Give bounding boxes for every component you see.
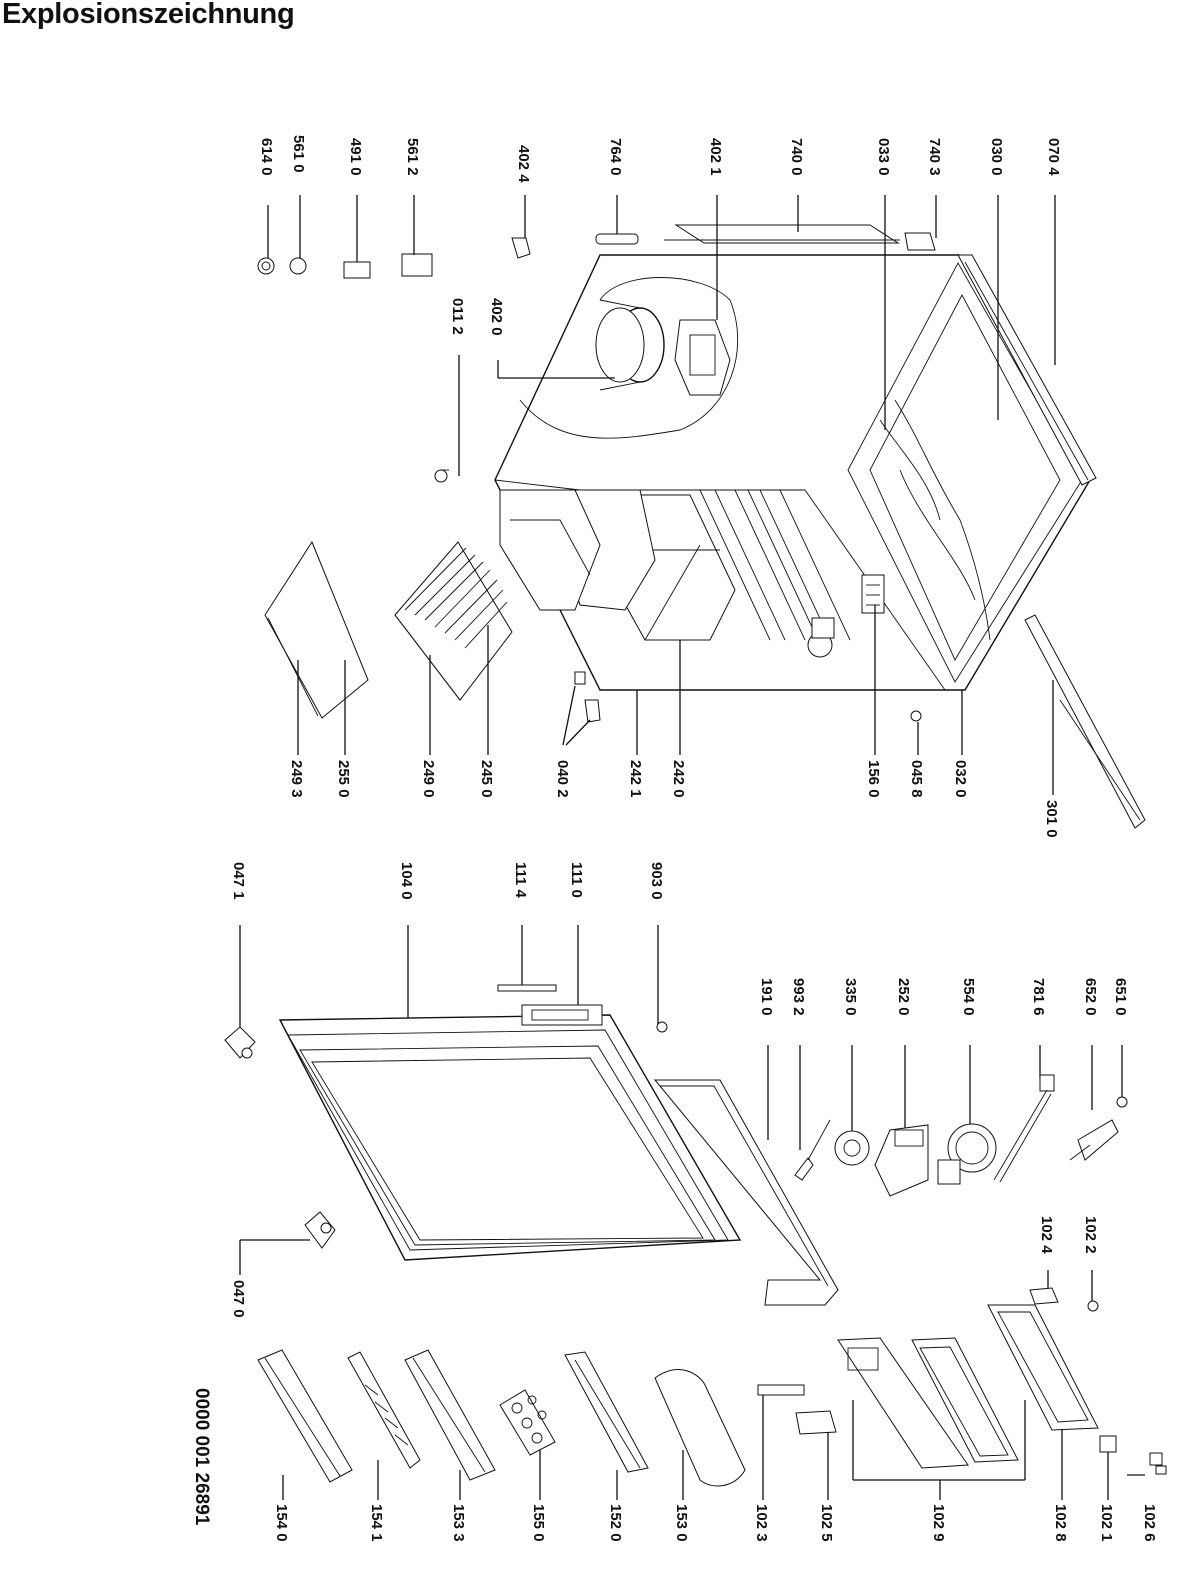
part-label-4024: 402 4	[515, 145, 532, 183]
part-label-1560: 156 0	[865, 760, 882, 798]
part-label-0330: 033 0	[875, 138, 892, 176]
compressor	[595, 299, 665, 391]
part-label-1025: 102 5	[818, 1504, 835, 1542]
part-label-7400: 740 0	[788, 138, 805, 176]
gasket-strip	[957, 254, 1097, 486]
part-label-1533: 153 3	[450, 1504, 467, 1542]
part-label-1550: 155 0	[530, 1504, 547, 1542]
part-label-9932: 993 2	[790, 978, 807, 1016]
part-label-1110: 111 0	[568, 862, 585, 898]
top-trim	[1024, 614, 1146, 829]
part-label-2421: 242 1	[627, 760, 644, 798]
part-label-0320: 032 0	[952, 760, 969, 798]
door-handle	[521, 1004, 603, 1026]
dryer-filter	[595, 233, 639, 245]
part-label-7640: 764 0	[607, 138, 624, 176]
part-label-1040: 104 0	[398, 862, 415, 900]
hinge-bottom	[304, 1211, 336, 1249]
part-label-0300: 030 0	[988, 138, 1005, 176]
part-label-0402: 040 2	[554, 760, 571, 798]
part-label-1021: 102 1	[1098, 1504, 1115, 1542]
part-label-6510: 651 0	[1112, 978, 1129, 1016]
part-label-9030: 903 0	[648, 862, 665, 900]
part-label-1029: 102 9	[930, 1504, 947, 1542]
part-label-1520: 152 0	[607, 1504, 624, 1542]
cap-part	[289, 257, 307, 275]
door-assembly	[224, 984, 839, 1306]
part-label-5610: 561 0	[290, 135, 307, 173]
clip-part	[511, 237, 531, 259]
part-label-4020: 402 0	[488, 298, 505, 336]
part-label-3350: 335 0	[842, 978, 859, 1016]
part-label-1530: 153 0	[673, 1504, 690, 1542]
part-label-2490: 249 0	[420, 760, 437, 798]
relay-box	[674, 319, 731, 396]
document-number: 0000 001 26891	[191, 1388, 212, 1526]
part-label-0112: 011 2	[449, 298, 466, 335]
hinge-top	[224, 1026, 256, 1059]
part-label-2550: 255 0	[335, 760, 352, 798]
part-label-1026: 102 6	[1141, 1504, 1158, 1542]
part-label-1541: 154 1	[368, 1504, 385, 1542]
part-label-1910: 191 0	[758, 978, 775, 1016]
part-label-2420: 242 0	[670, 760, 687, 798]
wire-shelf	[394, 541, 513, 701]
cabinet-assembly	[494, 254, 1097, 691]
glass-shelf	[264, 540, 369, 719]
part-label-0470: 047 0	[230, 1280, 247, 1318]
part-label-5540: 554 0	[960, 978, 977, 1016]
part-label-3010: 301 0	[1043, 800, 1060, 838]
part-label-6520: 652 0	[1082, 978, 1099, 1016]
condenser	[674, 224, 900, 244]
foot-part	[434, 469, 448, 483]
sensor-block	[343, 261, 371, 279]
part-label-1028: 102 8	[1052, 1504, 1069, 1542]
part-label-1024: 102 4	[1038, 1216, 1055, 1254]
part-label-7816: 781 6	[1030, 978, 1047, 1016]
part-label-0458: 045 8	[908, 760, 925, 798]
part-label-4021: 402 1	[707, 138, 724, 176]
bracket-part	[401, 253, 433, 277]
part-label-5612: 561 2	[404, 138, 421, 176]
part-label-0471: 047 1	[230, 862, 247, 900]
door-shelves	[257, 1287, 1167, 1487]
part-label-1022: 102 2	[1082, 1216, 1099, 1254]
part-label-1114: 111 4	[512, 862, 529, 899]
electrical-parts	[794, 1074, 1128, 1197]
part-label-2493: 249 3	[288, 760, 305, 798]
control-panel	[861, 574, 885, 614]
door-liner-frame	[653, 1079, 839, 1306]
part-label-4910: 491 0	[347, 138, 364, 176]
part-label-2450: 245 0	[478, 760, 495, 798]
part-label-1540: 154 0	[273, 1504, 290, 1542]
page-title: Explosionszeichnung	[2, 0, 295, 30]
part-label-0704: 070 4	[1045, 138, 1062, 176]
part-label-7403: 740 3	[926, 138, 943, 176]
part-label-1023: 102 3	[753, 1504, 770, 1542]
part-label-6140: 614 0	[258, 138, 275, 176]
part-labels: 070 4 030 0 740 3 033 0 740 0 402 1 764 …	[230, 135, 1158, 1542]
part-label-2520: 252 0	[895, 978, 912, 1016]
